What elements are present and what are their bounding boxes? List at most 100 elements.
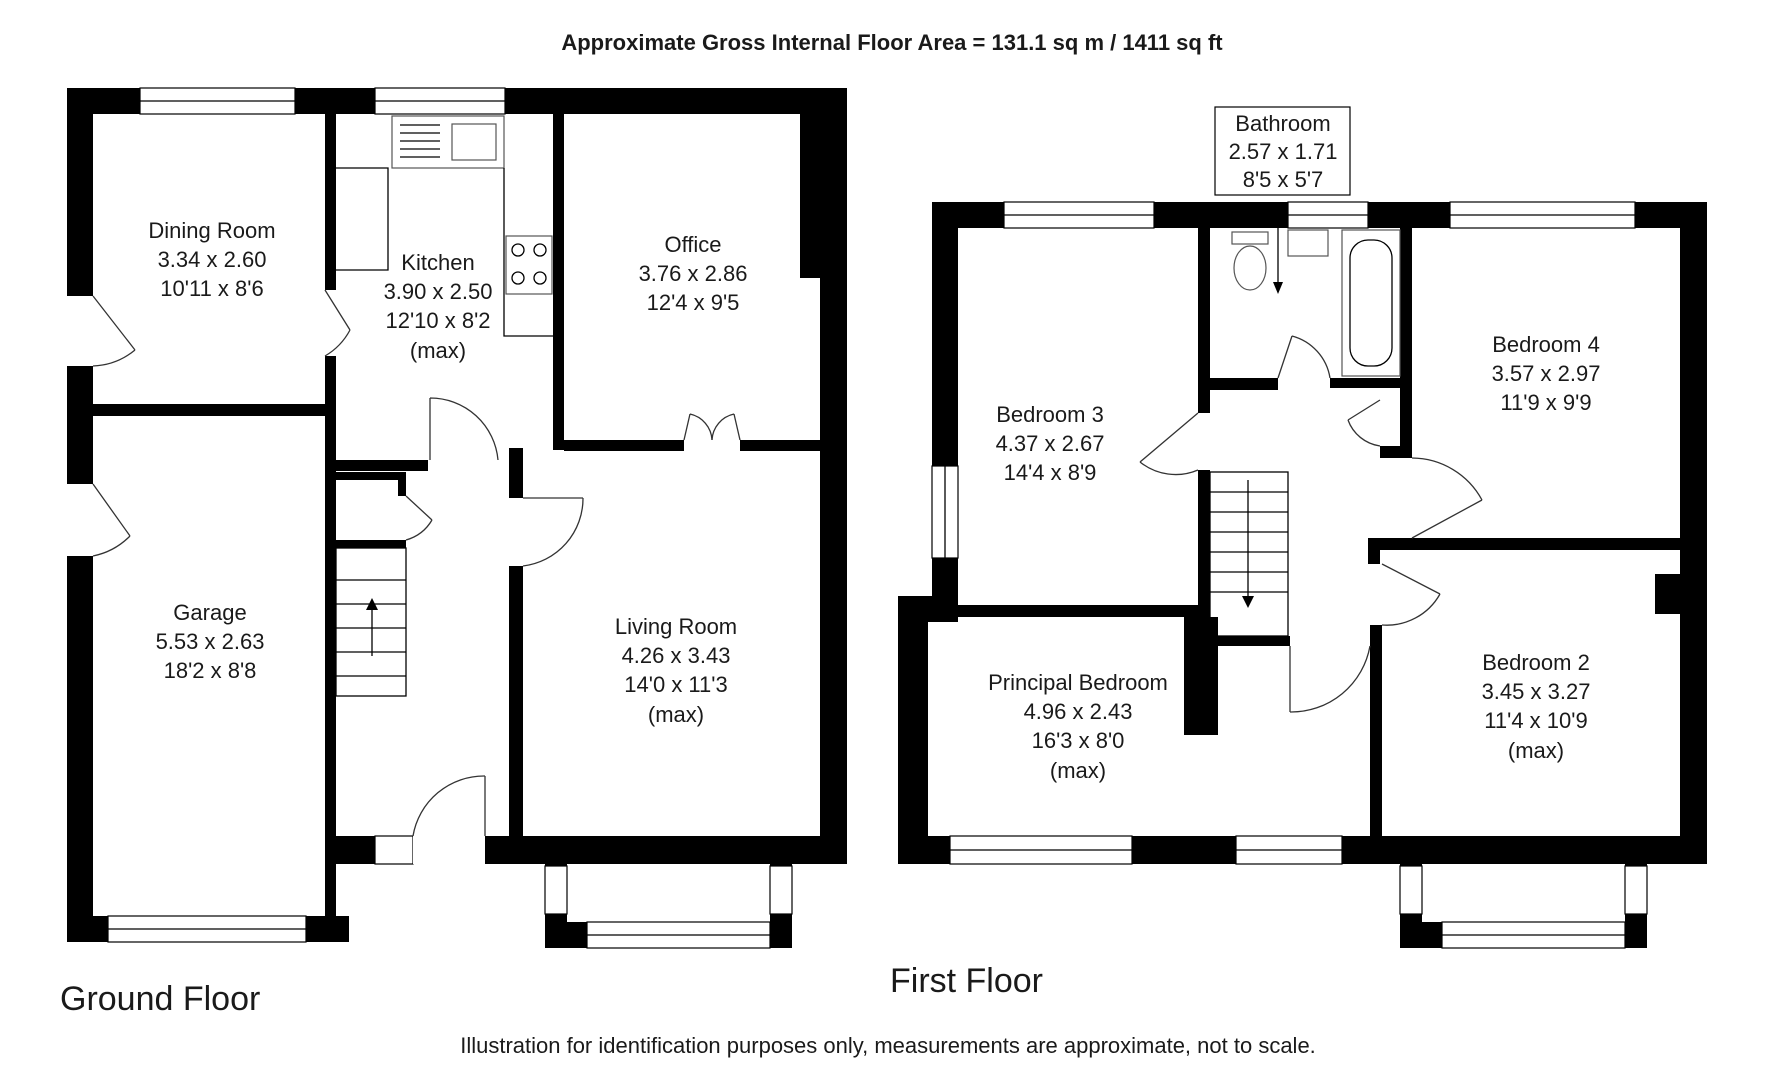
room-principal-bedroom: Principal Bedroom 4.96 x 2.43 16'3 x 8'0… — [988, 670, 1168, 783]
first-stairs — [1209, 471, 1289, 637]
wall-bath-bed4 — [1400, 228, 1412, 458]
toilet-cistern — [1231, 231, 1269, 245]
principal-note: (max) — [1050, 758, 1106, 783]
first-floor-plan: Bathroom 2.57 x 1.71 8'5 x 5'7 Bedroom 3… — [898, 106, 1707, 949]
room-bedroom-4: Bedroom 4 3.57 x 2.97 11'9 x 9'9 — [1492, 332, 1601, 415]
wall-office-living-b — [740, 440, 820, 451]
living-imperial: 14'0 x 11'3 — [624, 672, 727, 697]
kitchen-note: (max) — [410, 338, 466, 363]
first-wall-right-lower — [1680, 548, 1707, 864]
bed2-note: (max) — [1508, 738, 1564, 763]
ground-wall-bottom-living — [485, 836, 847, 864]
bathroom-imperial: 8'5 x 5'7 — [1243, 167, 1324, 192]
wall-kitchen-office — [553, 100, 564, 450]
wall-bath-landing — [1210, 378, 1278, 390]
office-imperial: 12'4 x 9'5 — [647, 290, 740, 315]
living-name: Living Room — [615, 614, 737, 639]
bed4-metric: 3.57 x 2.97 — [1492, 361, 1601, 386]
cupboard-wall-side — [398, 472, 406, 496]
cupboard-wall-bottom — [336, 540, 406, 548]
bathroom-name: Bathroom — [1235, 111, 1330, 136]
bed2-name: Bedroom 2 — [1482, 650, 1590, 675]
ground-wall-right — [820, 88, 847, 864]
wall-office-living-a — [564, 440, 684, 451]
wall-bed3-principal — [958, 605, 1198, 617]
bed2-metric: 3.45 x 3.27 — [1482, 679, 1591, 704]
living-bay-side-window-right — [769, 865, 793, 915]
wall-principal-bed2 — [1370, 625, 1382, 836]
disclaimer-text: Illustration for identification purposes… — [460, 1033, 1316, 1058]
wall-landing-pier — [1184, 617, 1218, 735]
kitchen-metric: 3.90 x 2.50 — [384, 279, 493, 304]
bed2-imperial: 11'4 x 10'9 — [1484, 708, 1587, 733]
kitchen-imperial: 12'10 x 8'2 — [385, 308, 490, 333]
first-wall-step — [898, 596, 958, 622]
bathroom-metric: 2.57 x 1.71 — [1229, 139, 1338, 164]
wall-bath-landing-b — [1330, 378, 1410, 388]
wall-bed2-stub — [1368, 550, 1380, 564]
room-living: Living Room 4.26 x 3.43 14'0 x 11'3 (max… — [615, 614, 737, 727]
bed2-bay-side-left — [1399, 865, 1423, 915]
room-bedroom-2: Bedroom 2 3.45 x 3.27 11'4 x 10'9 (max) — [1482, 650, 1591, 763]
first-floor-title: First Floor — [890, 962, 1043, 1000]
ground-doors — [67, 289, 741, 864]
cupboard-wall-top — [336, 472, 406, 480]
principal-imperial: 16'3 x 8'0 — [1032, 728, 1125, 753]
cupboard-wall — [1380, 446, 1402, 458]
principal-name: Principal Bedroom — [988, 670, 1168, 695]
basin-icon — [1287, 229, 1329, 257]
bed4-imperial: 11'9 x 9'9 — [1500, 390, 1591, 415]
garage-metric: 5.53 x 2.63 — [156, 629, 265, 654]
dining-imperial: 10'11 x 8'6 — [160, 276, 263, 301]
bathroom-label-box — [1214, 106, 1351, 196]
hob-icon — [505, 235, 553, 295]
dining-metric: 3.34 x 2.60 — [158, 247, 267, 272]
gross-area-text: Approximate Gross Internal Floor Area = … — [561, 30, 1223, 55]
bed4-name: Bedroom 4 — [1492, 332, 1600, 357]
living-note: (max) — [648, 702, 704, 727]
first-wall-bottom-right — [1370, 836, 1707, 864]
bed3-name: Bedroom 3 — [996, 402, 1104, 427]
kitchen-fittings — [336, 115, 553, 337]
room-bedroom-3: Bedroom 3 4.37 x 2.67 14'4 x 8'9 — [996, 402, 1105, 485]
room-kitchen: Kitchen 3.90 x 2.50 12'10 x 8'2 (max) — [384, 250, 493, 363]
wall-bed4-bed2 — [1368, 538, 1680, 550]
ground-stairs — [335, 547, 407, 697]
office-metric: 3.76 x 2.86 — [639, 261, 748, 286]
living-bay-side-window-left — [544, 865, 568, 915]
wall-kitchen-hall — [336, 460, 466, 471]
bed3-imperial: 14'4 x 8'9 — [1004, 460, 1097, 485]
wall-living-hall — [509, 566, 523, 836]
room-bathroom: Bathroom 2.57 x 1.71 8'5 x 5'7 — [1229, 111, 1338, 192]
dining-name: Dining Room — [148, 218, 275, 243]
wall-living-hall-top — [509, 448, 523, 498]
ground-wall-office-right — [800, 100, 820, 278]
room-dining: Dining Room 3.34 x 2.60 10'11 x 8'6 — [148, 218, 275, 301]
ground-floor-title: Ground Floor — [60, 980, 260, 1018]
first-wall-right-upper — [1680, 202, 1707, 550]
garage-imperial: 18'2 x 8'8 — [164, 658, 257, 683]
ground-floor-plan: Dining Room 3.34 x 2.60 10'11 x 8'6 Kitc… — [67, 87, 847, 949]
wall-garage-hall — [325, 100, 336, 920]
wall-dining-garage — [93, 404, 325, 416]
bed2-bay-side-right — [1624, 865, 1648, 915]
first-wall-chimney — [1655, 574, 1680, 614]
first-doors — [1139, 335, 1483, 713]
room-office: Office 3.76 x 2.86 12'4 x 9'5 — [639, 232, 748, 315]
bathroom-fittings — [1214, 106, 1401, 377]
first-wall-left-lower — [898, 596, 928, 864]
bed3-metric: 4.37 x 2.67 — [996, 431, 1105, 456]
wall-bed3-bath — [1198, 228, 1210, 413]
kitchen-name: Kitchen — [401, 250, 474, 275]
office-name: Office — [664, 232, 721, 257]
hall-side-window — [374, 835, 414, 865]
wall-landing-principal — [1210, 636, 1290, 646]
room-garage: Garage 5.53 x 2.63 18'2 x 8'8 — [156, 600, 265, 683]
bath-icon — [1341, 229, 1401, 377]
garage-name: Garage — [173, 600, 246, 625]
wall-bed3-landing — [1198, 470, 1210, 617]
principal-metric: 4.96 x 2.43 — [1024, 699, 1133, 724]
living-metric: 4.26 x 3.43 — [622, 643, 731, 668]
toilet-icon — [1233, 245, 1267, 291]
